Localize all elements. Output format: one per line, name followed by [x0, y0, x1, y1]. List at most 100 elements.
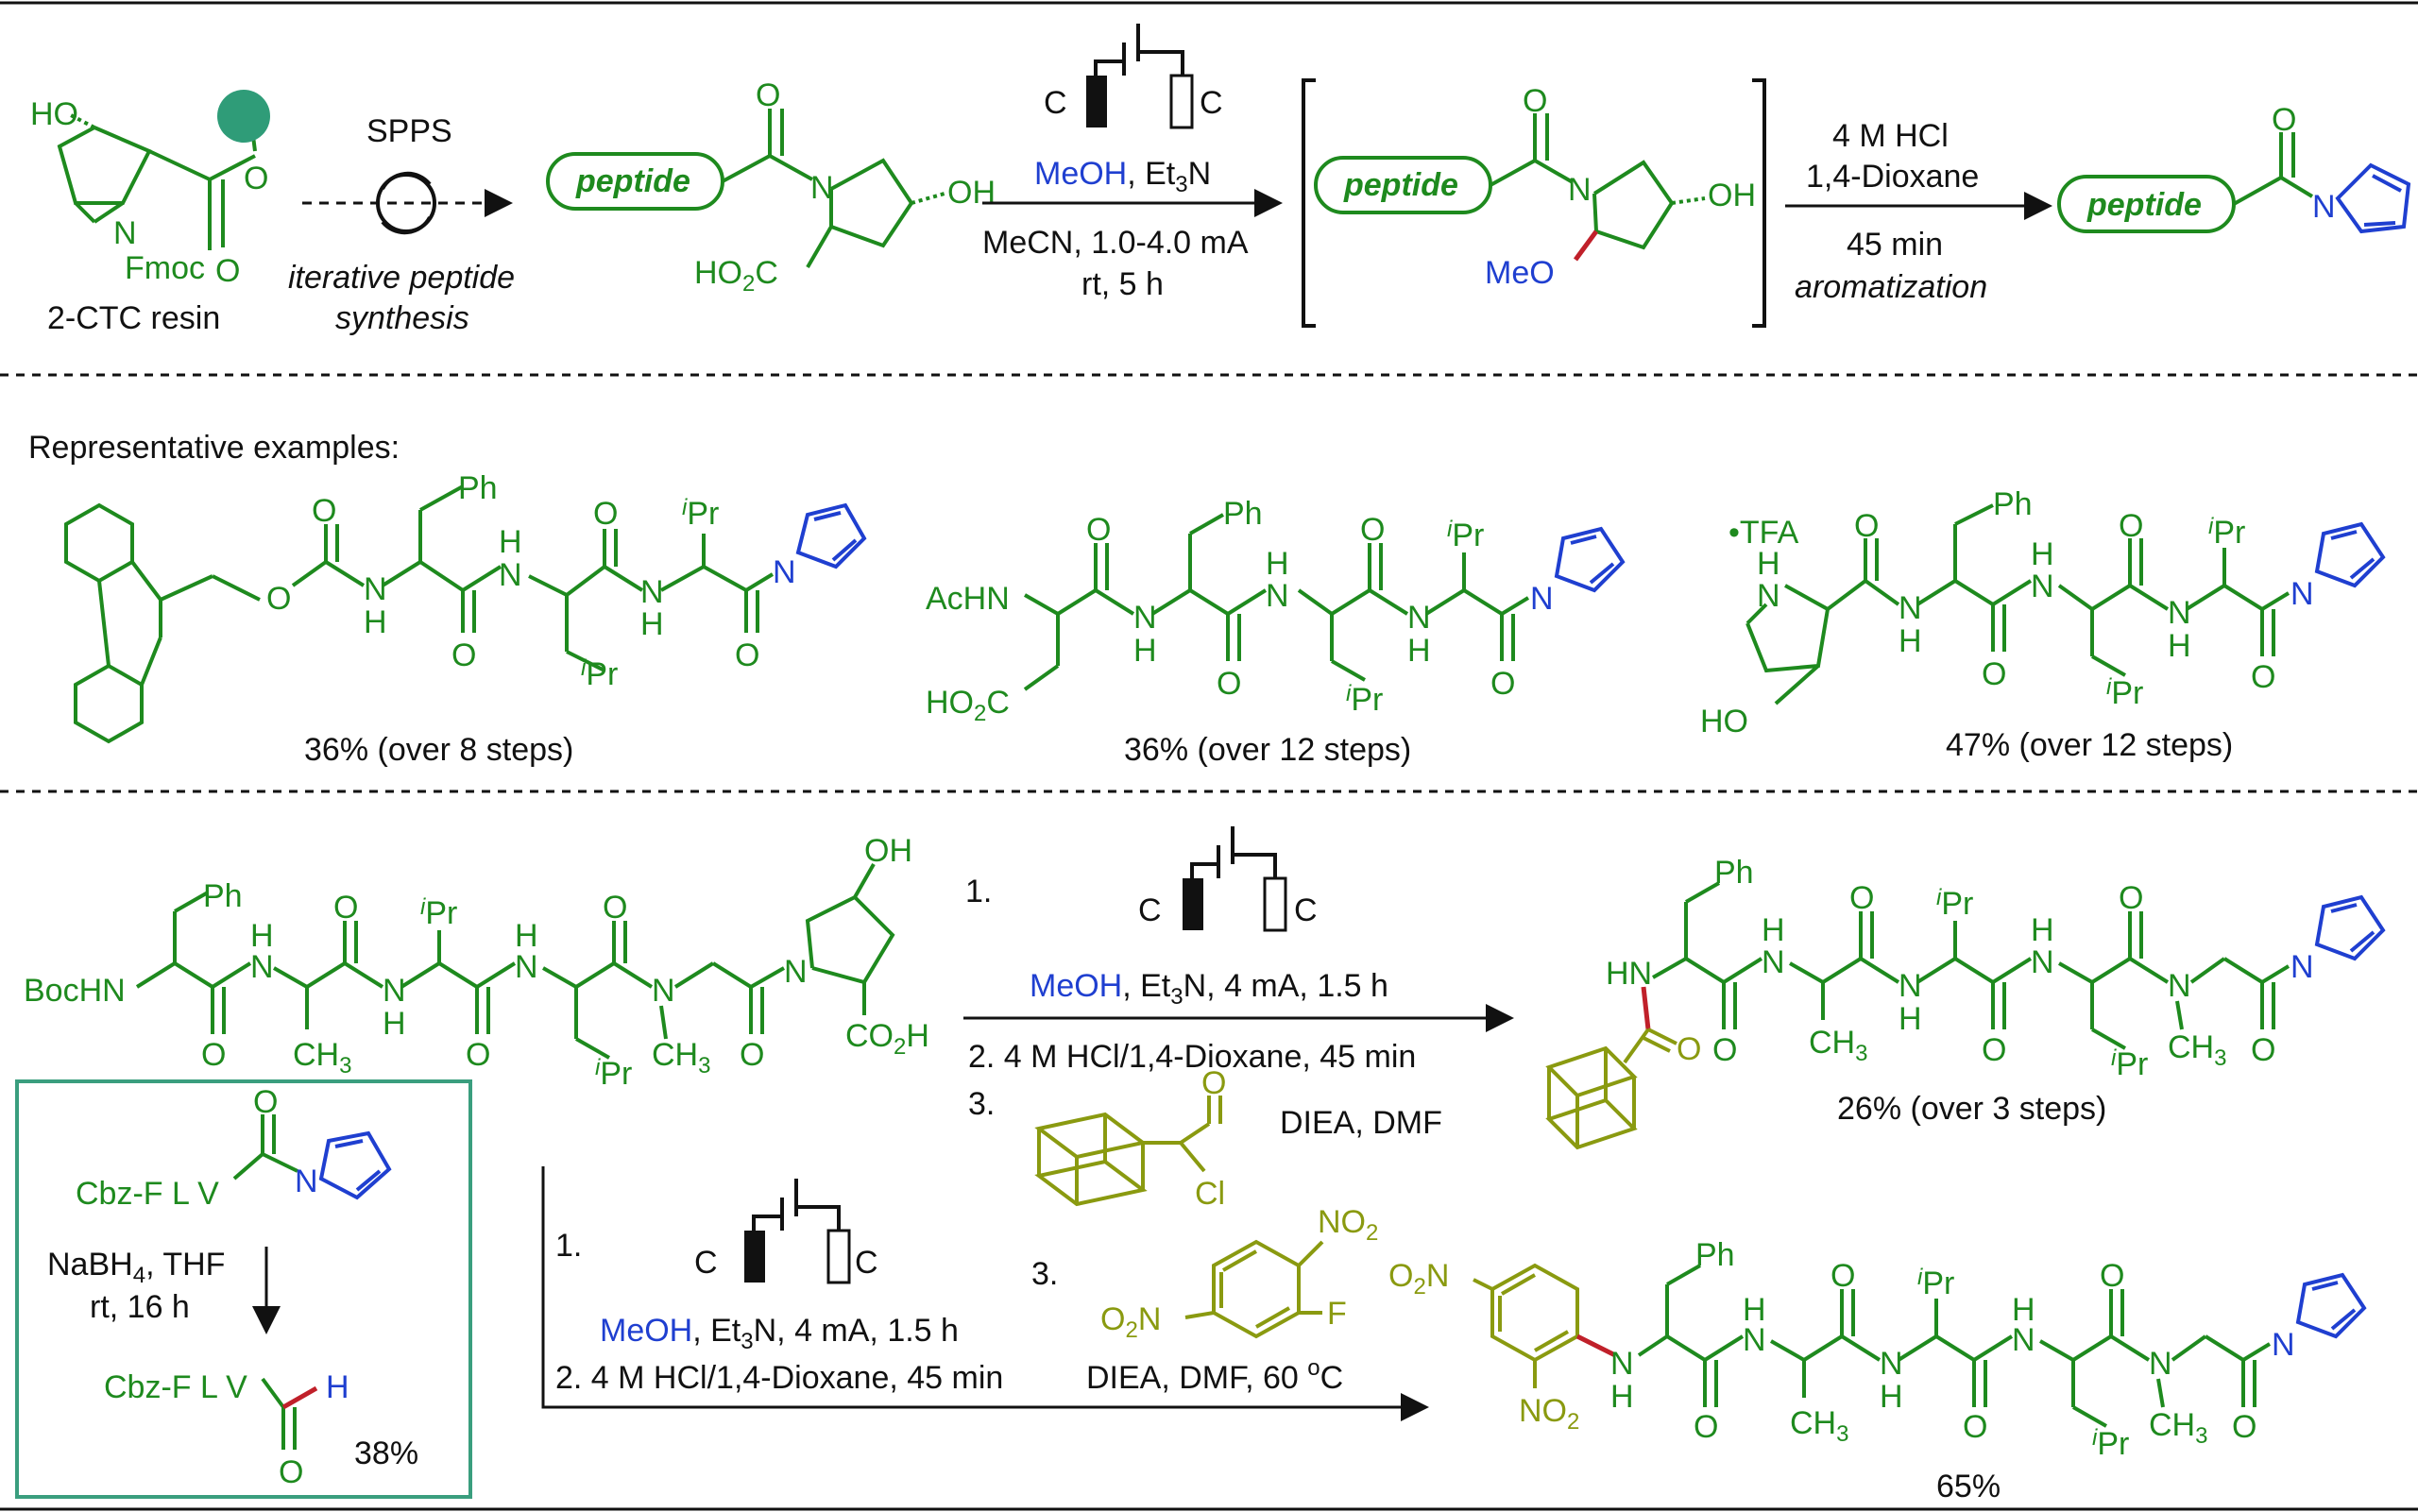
cond-line1: MeOH, Et3N — [1034, 156, 1211, 197]
r1-line1: MeOH, Et3N, 4 mA, 1.5 h — [1030, 968, 1388, 1010]
ex2-N2: N — [1266, 578, 1289, 614]
ex3-iPr-left: iPr — [2106, 674, 2143, 711]
p1-Ph: Ph — [1714, 855, 1754, 891]
p2-O4: O — [2100, 1258, 2124, 1294]
p2-N2: N — [1880, 1346, 1903, 1382]
r1-step1: 1. — [965, 874, 992, 909]
product-1-new-bond — [1641, 986, 1651, 1030]
start-O-ester: O — [244, 161, 268, 196]
s2-C2: C — [855, 1245, 878, 1281]
box-reagent1: NaBH4, THF — [47, 1247, 225, 1288]
cond-line2: MeCN, 1.0-4.0 mA — [982, 225, 1249, 261]
reduction-box — [15, 1079, 472, 1499]
ex1-yield: 36% (over 8 steps) — [304, 732, 573, 768]
ex2-O3: O — [1360, 512, 1385, 548]
ex1-N3: N — [640, 574, 664, 610]
ex1-H1: H — [364, 604, 387, 640]
int-OH: OH — [1708, 178, 1756, 213]
ex2-iPr-right: iPr — [1447, 517, 1484, 553]
bottom-cell-icon-2 — [744, 1179, 851, 1284]
p1-N: N — [810, 170, 834, 206]
ex1-N2: N — [499, 557, 522, 593]
example-2-structure — [1023, 513, 1530, 691]
p2-N-pyrrole: N — [2272, 1327, 2295, 1363]
p2-N3: N — [2012, 1322, 2035, 1358]
ex2-N-pyrrole: N — [1530, 581, 1554, 617]
ex1-N-pyrrole: N — [773, 554, 796, 590]
spps-label: SPPS — [366, 113, 452, 149]
hcl-line2: 1,4-Dioxane — [1806, 159, 1979, 195]
dnfb-F: F — [1327, 1296, 1347, 1332]
start-O-carbonyl: O — [215, 253, 240, 289]
product-2-new-CN-bond — [1575, 1334, 1617, 1358]
p1-iPr2: iPr — [2111, 1045, 2148, 1082]
cond-line3: rt, 5 h — [1081, 266, 1164, 302]
ex1-O-carbonyl: O — [312, 493, 336, 529]
ex2-HO2C: HO2C — [926, 685, 1010, 726]
p2-O2: O — [1831, 1258, 1855, 1294]
box-H: H — [326, 1369, 349, 1405]
p1-O2: O — [1849, 880, 1874, 916]
ex3-N: N — [1757, 578, 1780, 614]
prod-N: N — [2312, 189, 2336, 225]
p1-CO2H: HO2C — [694, 255, 778, 297]
cell-C-cathode: C — [1200, 85, 1223, 121]
box-reagent2: rt, 16 h — [90, 1289, 190, 1325]
sm-N2: N — [383, 973, 406, 1009]
p2-O5: O — [2232, 1409, 2256, 1445]
int-N: N — [1568, 172, 1592, 208]
sm-CO2H: CO2H — [845, 1018, 929, 1060]
peptide-label-1: peptide — [575, 163, 690, 199]
r1-cell-C1: C — [1138, 892, 1162, 928]
ex1-Ph: Ph — [458, 470, 498, 506]
spps-sub1: iterative peptide — [288, 260, 515, 296]
sm-N3: N — [515, 949, 538, 985]
p1-O: O — [756, 77, 780, 113]
s2-step3: 3. — [1031, 1256, 1058, 1292]
ex2-O2: O — [1217, 666, 1241, 702]
ex1-iPr-left: iPr — [581, 655, 618, 692]
p1-OH: OH — [947, 175, 996, 211]
hcl-line4: aromatization — [1795, 269, 1987, 305]
ex3-O2: O — [1982, 656, 2006, 692]
s2-line2: 2. 4 M HCl/1,4-Dioxane, 45 min — [555, 1360, 1003, 1396]
r1-cell-C2: C — [1294, 892, 1318, 928]
ex3-N-pyrrole: N — [2290, 576, 2314, 612]
lower-bent-arrow — [541, 1166, 1429, 1421]
sm-H2: H — [383, 1006, 406, 1042]
product-2-structure — [1637, 1264, 2272, 1428]
ex3-yield: 47% (over 12 steps) — [1946, 727, 2233, 763]
sm-iPr: iPr — [420, 894, 457, 931]
p2-iPr2: iPr — [2092, 1425, 2129, 1462]
sm-Ph: Ph — [203, 878, 243, 914]
p1-CH3: CH3 — [1809, 1025, 1867, 1066]
sm-N1: N — [250, 949, 274, 985]
ex1-O-ether: O — [266, 581, 291, 617]
p1-H2: H — [1899, 1001, 1922, 1037]
methoxy-bond — [1573, 229, 1599, 262]
p2-iPr: iPr — [1917, 1265, 1954, 1301]
dnfb-structure — [1184, 1239, 1324, 1339]
section-dividers — [0, 373, 2418, 793]
ex3-O4: O — [2251, 659, 2275, 695]
ex2-O4: O — [1490, 666, 1515, 702]
p2-N0: N — [1610, 1346, 1634, 1382]
r1-O: O — [1201, 1065, 1226, 1101]
sm-BocHN: BocHN — [24, 973, 126, 1009]
ex3-O3: O — [2119, 508, 2143, 544]
s2-line1: MeOH, Et3N, 4 mA, 1.5 h — [600, 1313, 959, 1354]
example-1-pyrrole — [795, 502, 867, 569]
p1-O3: O — [1982, 1032, 2006, 1068]
ex1-O4: O — [593, 496, 618, 532]
electrolysis-cell-icon — [1086, 24, 1194, 129]
hyp-acid-structure — [722, 109, 945, 269]
p2-H2: H — [1880, 1379, 1903, 1415]
product-2-dnp-ring — [1473, 1263, 1579, 1388]
sm-O5: O — [740, 1037, 764, 1073]
sm-OH: OH — [864, 833, 912, 869]
p1-N-pyrrole: N — [2290, 949, 2314, 985]
sm-H3: H — [515, 918, 538, 954]
p1-O5: O — [2251, 1032, 2275, 1068]
p1-O1: O — [1712, 1032, 1737, 1068]
